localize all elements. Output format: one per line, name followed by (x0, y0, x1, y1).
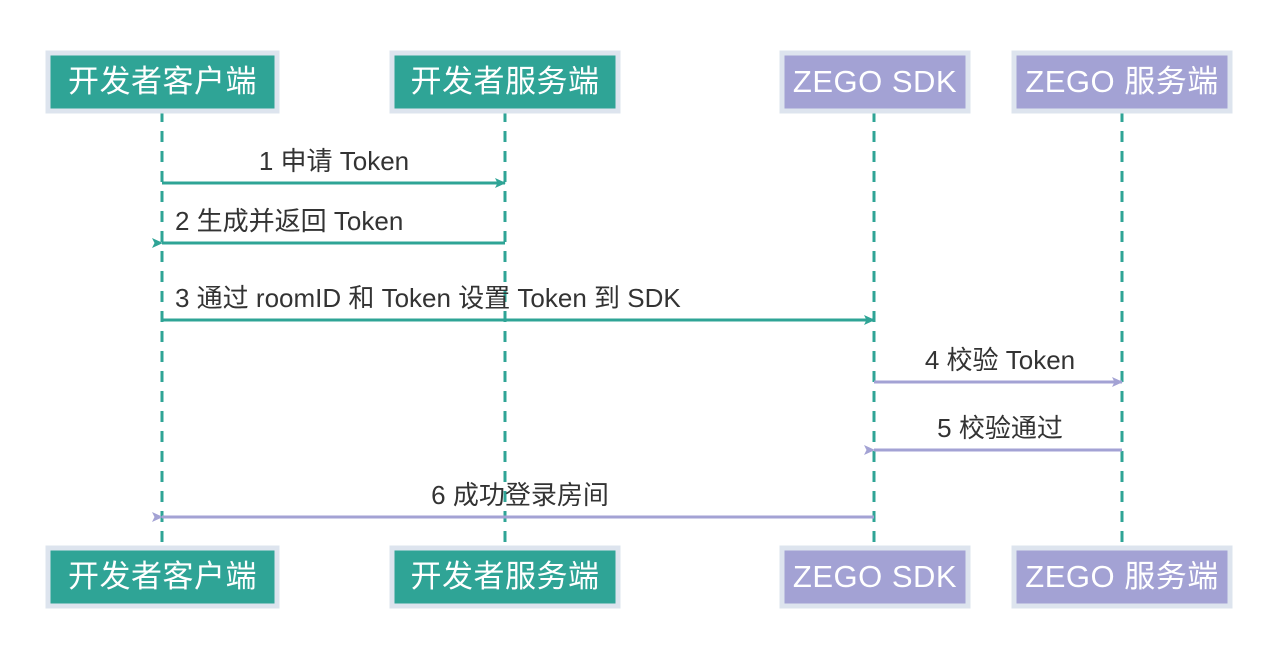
participant-dev-server-bottom[interactable]: 开发者服务端 (389, 545, 621, 609)
participant-zego-sdk-bottom[interactable]: ZEGO SDK (779, 545, 971, 609)
messages-layer: 1 申请 Token 2 生成并返回 Token 3 通过 roomID 和 Tok… (152, 146, 1123, 522)
message-4: 4 校验 Token (874, 345, 1123, 387)
message-label-6: 6 成功登录房间 (431, 480, 609, 510)
participant-box-rect (389, 545, 621, 609)
message-1: 1 申请 Token (162, 146, 506, 188)
message-label-3: 3 通过 roomID 和 Token 设置 Token 到 SDK (175, 283, 681, 313)
participants-top-layer: 开发者客户端 开发者服务端 ZEGO SDK ZEGO 服务端 (45, 50, 1233, 114)
participant-dev-server-top[interactable]: 开发者服务端 (389, 50, 621, 114)
message-6: 6 成功登录房间 (152, 480, 874, 522)
participant-dev-client-bottom[interactable]: 开发者客户端 (45, 545, 280, 609)
participant-box-rect (45, 50, 280, 114)
participant-box-rect (779, 545, 971, 609)
message-label-4: 4 校验 Token (925, 345, 1075, 375)
participants-bottom-layer: 开发者客户端 开发者服务端 ZEGO SDK ZEGO 服务端 (45, 545, 1233, 609)
participant-box-rect (45, 545, 280, 609)
message-label-5: 5 校验通过 (937, 413, 1063, 443)
message-3: 3 通过 roomID 和 Token 设置 Token 到 SDK (162, 283, 875, 325)
message-label-1: 1 申请 Token (259, 146, 409, 176)
message-label-2: 2 生成并返回 Token (175, 206, 403, 236)
message-5: 5 校验通过 (864, 413, 1122, 455)
participant-box-rect (389, 50, 621, 114)
participant-label: 开发者服务端 (411, 64, 600, 99)
participant-label: 开发者客户端 (68, 559, 257, 594)
participant-label: ZEGO SDK (793, 559, 957, 594)
participant-zego-sdk-top[interactable]: ZEGO SDK (779, 50, 971, 114)
lifelines-layer (160, 111, 1124, 548)
participant-zego-server-bottom[interactable]: ZEGO 服务端 (1011, 545, 1233, 609)
message-2: 2 生成并返回 Token (152, 206, 505, 248)
participant-box-rect (1011, 50, 1233, 114)
participant-label: ZEGO 服务端 (1025, 559, 1218, 594)
participant-label: ZEGO SDK (793, 64, 957, 99)
participant-label: 开发者客户端 (68, 64, 257, 99)
participant-label: ZEGO 服务端 (1025, 64, 1218, 99)
participant-box-rect (779, 50, 971, 114)
participant-label: 开发者服务端 (411, 559, 600, 594)
participant-zego-server-top[interactable]: ZEGO 服务端 (1011, 50, 1233, 114)
participant-box-rect (1011, 545, 1233, 609)
participant-dev-client-top[interactable]: 开发者客户端 (45, 50, 280, 114)
